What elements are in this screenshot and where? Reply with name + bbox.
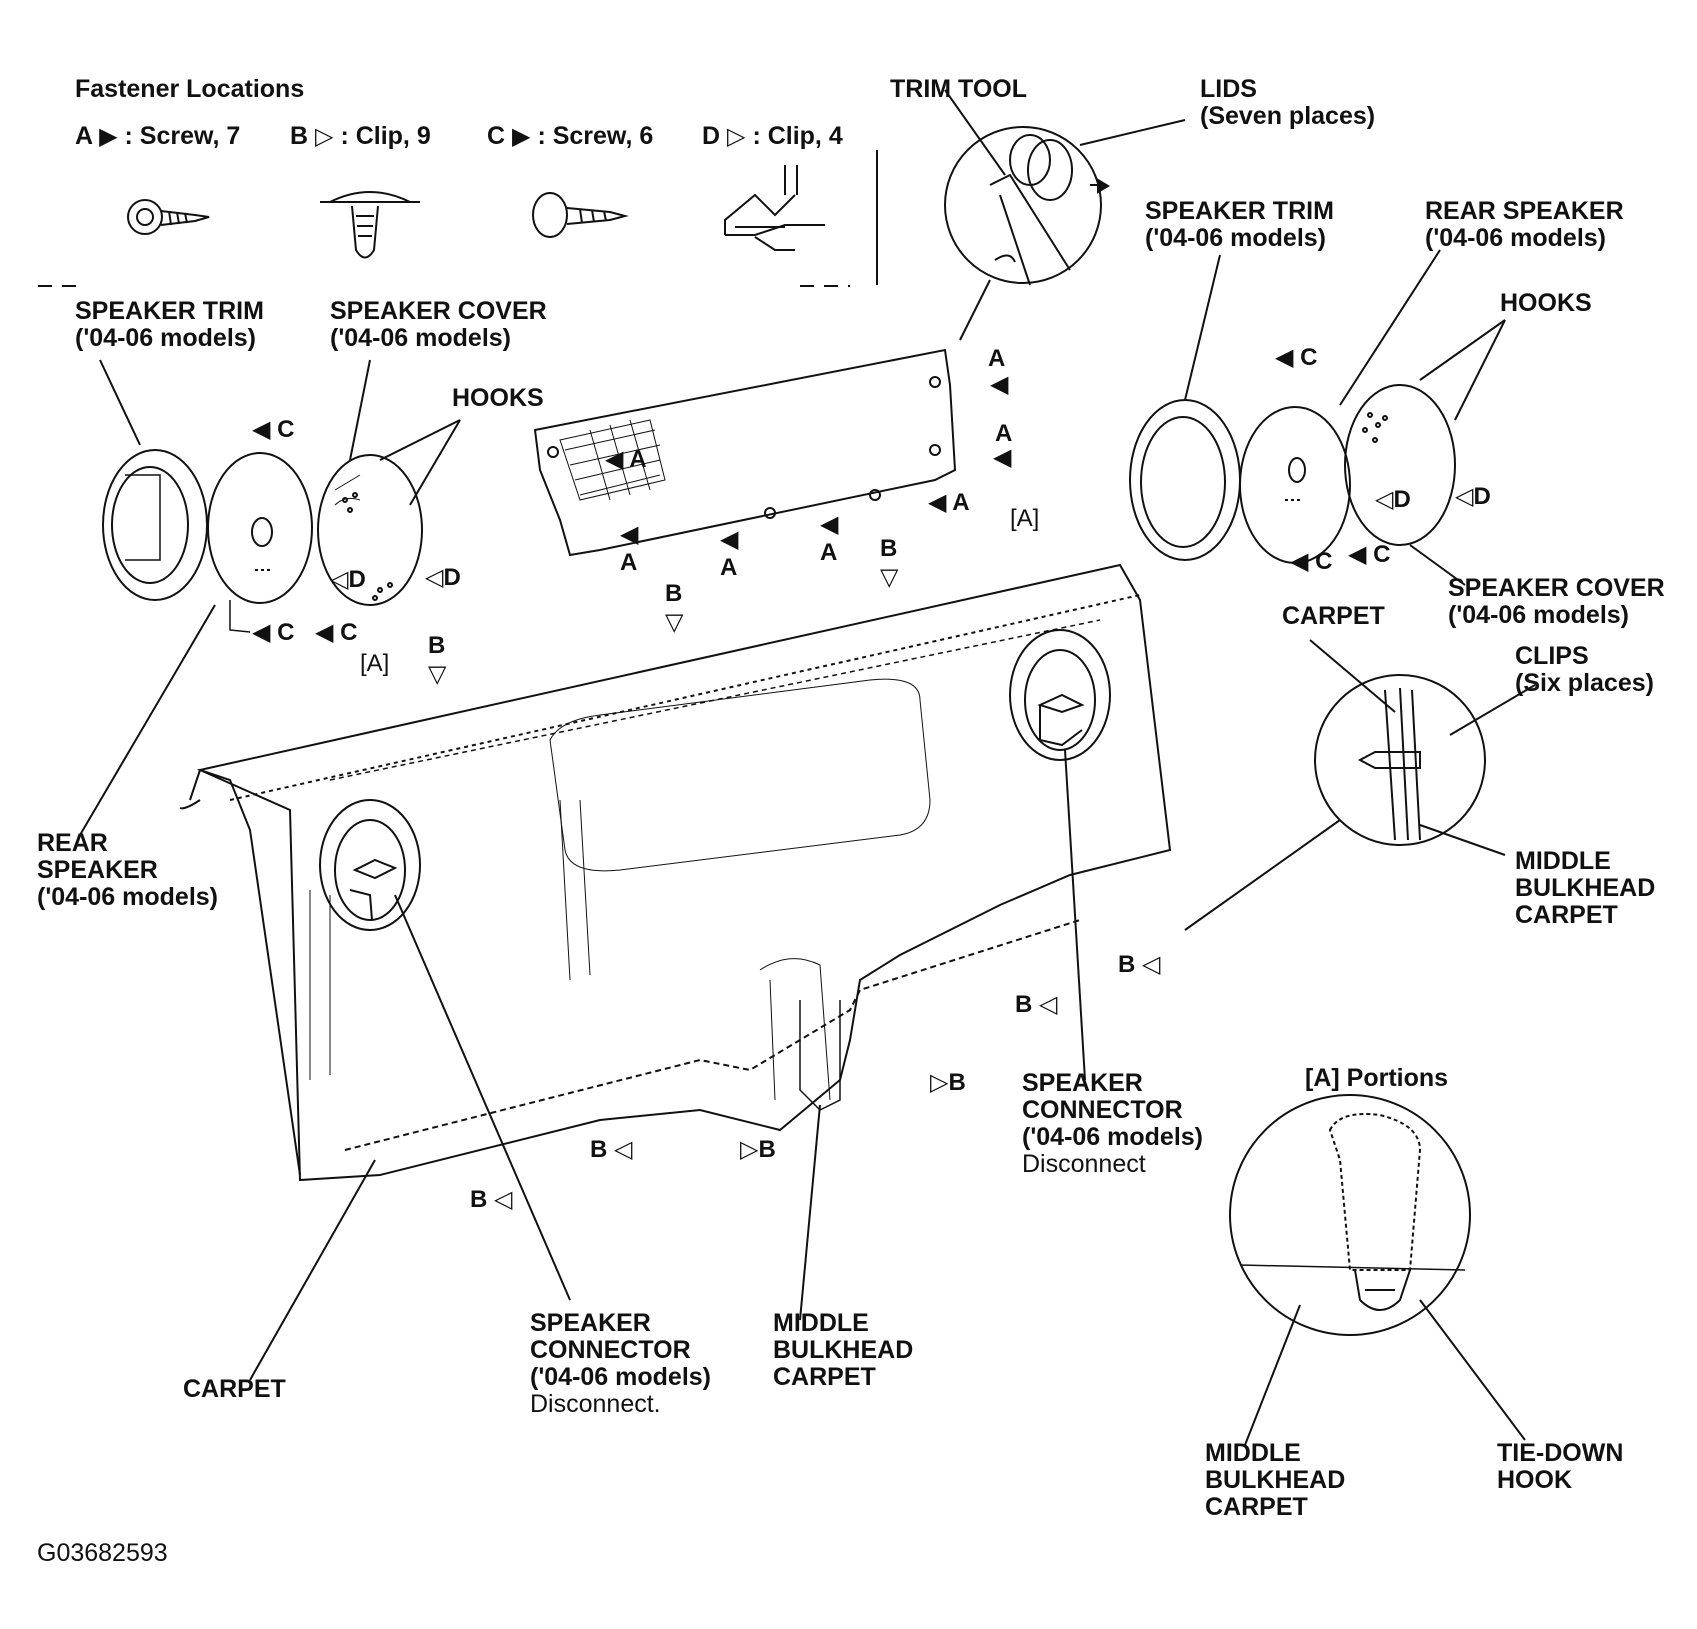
solid-arrow-icon: ▶ <box>99 122 118 150</box>
label-hooks-right: HOOKS <box>1500 289 1592 317</box>
marker-b: ▷B <box>930 1068 966 1096</box>
screw-c-icon <box>532 192 629 238</box>
marker-b: B▽ <box>665 580 684 636</box>
marker-a-arrow: ◀ <box>990 370 1009 398</box>
label-hooks-left: HOOKS <box>452 384 544 412</box>
trim-tool-inset <box>944 126 1110 286</box>
bracket-a-marker: [A] <box>360 650 390 677</box>
hollow-arrow-icon: ▷ <box>727 122 746 150</box>
marker-c: ◀ C <box>252 618 295 646</box>
screw-a-icon <box>127 199 210 235</box>
marker-a: ◀A <box>820 510 839 566</box>
left-speaker-cover <box>317 454 423 606</box>
marker-b: B ◁ <box>1015 990 1058 1018</box>
marker-d: ◁D <box>425 563 461 591</box>
clip-d-icon <box>724 165 825 251</box>
legend-item-b: B ▷ : Clip, 9 <box>290 122 431 150</box>
marker-b: ▷B <box>740 1135 776 1163</box>
marker-a: ◀A <box>720 525 739 581</box>
marker-b: B ◁ <box>590 1135 633 1163</box>
marker-d: ◁D <box>1455 482 1491 510</box>
lids-leader <box>1079 119 1186 146</box>
marker-c: ◀ C <box>315 618 358 646</box>
solid-arrow-icon: ▶ <box>512 122 531 150</box>
upper-panel <box>533 348 957 557</box>
main-panel <box>179 563 1172 1182</box>
marker-a: A <box>988 345 1006 372</box>
label-speaker-cover-left: SPEAKER COVER('04-06 models) <box>330 297 547 352</box>
right-speaker-hole <box>1009 629 1111 761</box>
bracket-a-marker: [A] <box>1010 505 1040 532</box>
marker-a: ◀ A <box>605 445 647 473</box>
marker-d: ◁D <box>330 565 366 593</box>
marker-b: B ◁ <box>1118 950 1161 978</box>
label-speaker-cover-right: SPEAKER COVER('04-06 models) <box>1448 574 1665 629</box>
clip-b-icon <box>320 191 420 259</box>
right-speaker-cover <box>1344 384 1456 546</box>
left-speaker <box>207 452 313 604</box>
label-trim-tool: TRIM TOOL <box>890 75 1028 103</box>
label-speaker-trim-left: SPEAKER TRIM('04-06 models) <box>75 297 264 352</box>
hollow-arrow-icon: ▷ <box>315 122 334 150</box>
figure-id: G03682593 <box>37 1539 168 1567</box>
left-speaker-hole <box>319 799 421 931</box>
right-speaker <box>1239 406 1351 564</box>
trim-tool-arrow <box>959 279 991 341</box>
label-speaker-trim-right: SPEAKER TRIM('04-06 models) <box>1145 197 1334 252</box>
legend-title: Fastener Locations <box>75 75 305 103</box>
leader-lines <box>79 249 1536 1446</box>
trim-tool-leader <box>944 89 1006 176</box>
marker-a: ◀ A <box>928 488 970 516</box>
marker-b: B ◁ <box>470 1185 513 1213</box>
clips-inset <box>1314 674 1486 846</box>
legend-item-c: C ▶ : Screw, 6 <box>487 122 654 150</box>
right-speaker-trim <box>1129 399 1241 561</box>
marker-c: ◀ C <box>1275 343 1318 371</box>
label-clips: CLIPS(Six places) <box>1515 642 1654 697</box>
marker-b: B▽ <box>428 632 447 688</box>
marker-c: ◀ C <box>1348 540 1391 568</box>
marker-a-arrow: ◀ <box>993 443 1012 471</box>
legend-item-a: A ▶ : Screw, 7 <box>75 122 241 150</box>
marker-a: A <box>995 420 1013 447</box>
label-rear-speaker-right: REAR SPEAKER('04-06 models) <box>1425 197 1624 252</box>
label-carpet-bottom: CARPET <box>183 1375 286 1403</box>
label-carpet-right: CARPET <box>1282 602 1385 630</box>
marker-c: ◀ C <box>1290 547 1333 575</box>
marker-a: ◀A <box>620 520 639 576</box>
marker-d: ◁D <box>1375 485 1411 513</box>
legend-item-d: D ▷ : Clip, 4 <box>702 122 843 150</box>
a-portions-inset <box>1229 1094 1471 1336</box>
marker-b: B▽ <box>880 535 899 591</box>
left-speaker-trim <box>102 449 208 601</box>
label-a-portions: [A] Portions <box>1305 1064 1449 1092</box>
label-lids: LIDS(Seven places) <box>1200 75 1376 130</box>
marker-c: ◀ C <box>252 415 295 443</box>
